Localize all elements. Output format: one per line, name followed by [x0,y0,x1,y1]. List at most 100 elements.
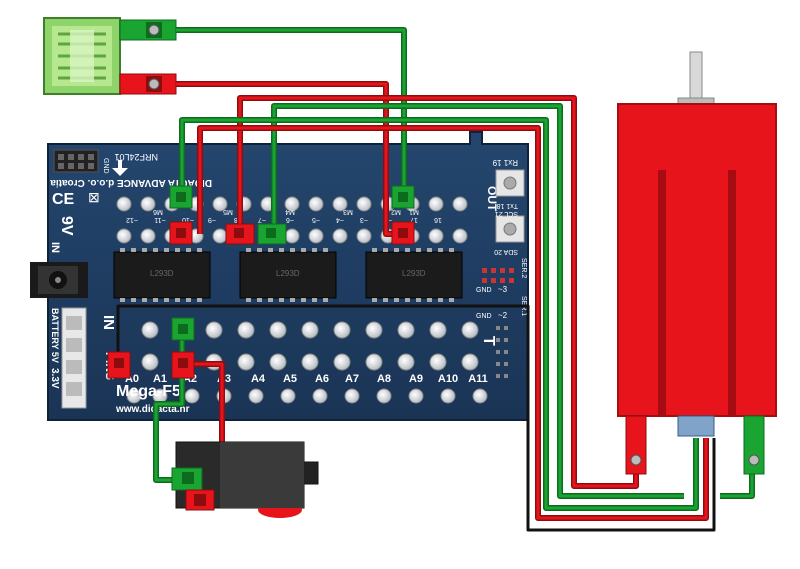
pwm-pin-label: ~4 [336,216,344,223]
pin-socket [312,388,328,404]
analog-pin-label: A11 [468,373,488,385]
pin-socket [140,196,156,212]
uart-label: ~2 [498,311,508,320]
board-connectors [107,185,415,379]
pin-socket [333,321,351,339]
pin-socket [332,228,348,244]
pin-socket [429,321,447,339]
analog-pin-label: A9 [409,373,423,385]
power-voltage-label: 9V [58,216,75,236]
pin-socket [116,228,132,244]
pwm-pin-label: ~10 [182,216,194,223]
pin-socket [301,321,319,339]
i2c-label: Tx1 18 [496,202,518,209]
pin-socket [140,228,156,244]
analog-pin-label: A10 [438,373,458,385]
volt-label: 3.3V [49,368,60,389]
pin-socket [461,321,479,339]
pwm-pin-label: ~11 [154,216,165,223]
out-label-mid: T [480,336,497,346]
pin-socket [332,196,348,212]
analog-pin-label: A1 [153,373,167,385]
pin-socket [116,196,132,212]
wires [116,27,755,532]
pin-socket [365,353,383,371]
pin-socket [397,353,415,371]
pin-socket [141,321,159,339]
uart-label: ~3 [498,285,508,294]
motor-port-label: M3 [343,208,353,215]
driver-chips: L293D L293D L293D [113,248,463,302]
motor-port-label: M4 [285,208,295,215]
pin-socket [237,321,255,339]
pin-socket [356,228,372,244]
gnd-label-top: GND [102,158,109,174]
pwm-pin-label: ~5 [312,216,320,223]
pwm-pin-label: ~7 [258,216,266,223]
motor-port-label: M5 [223,208,233,215]
pin-socket [248,388,264,404]
dc-motor [617,51,777,475]
battery-terminal [61,307,87,409]
motor-port-label: M2 [391,208,401,215]
ce-mark: CE [52,191,75,208]
pin-socket [452,228,468,244]
chip-label: L293D [276,269,300,278]
i2c-label: SDA 20 [494,248,518,255]
pin-socket [452,196,468,212]
pwm-pin-label: ~12 [126,216,138,223]
analog-pin-label: A7 [345,373,359,385]
nrf24l01-header [53,149,99,173]
pwm-pin-label: 16 [434,216,442,223]
pin-socket [284,196,300,212]
driver-chip [113,251,211,299]
pin-socket [376,388,392,404]
pin-socket [408,388,424,404]
pin-socket [284,228,300,244]
pin-socket [237,353,255,371]
board-title-line: DIDACTA ADVANCE d.o.o. Croatia (EU) [27,177,212,188]
pin-socket [280,388,296,404]
weee-icon: ⊠ [88,189,100,205]
radio-label: NRF24L01 [114,152,158,162]
pin-socket [184,388,200,404]
pin-socket [308,196,324,212]
chip-label: L293D [402,269,426,278]
pin-socket [333,353,351,371]
pin-socket [428,228,444,244]
pin-socket [356,196,372,212]
board-name: Mega-F5 [116,383,181,400]
gnd-label: GND [476,313,492,320]
battery-label: BATTERY 5V [50,308,60,363]
light-sensor [43,17,177,95]
analog-pin-label: A8 [377,373,391,385]
pin-socket [365,321,383,339]
pin-socket [141,353,159,371]
pin-socket [440,388,456,404]
i2c-terminals: Rx1 19 Tx1 18 SCL 21 SDA 20 [492,158,525,255]
i2c-label: SCL 21 [495,210,518,217]
motor-port-label: M6 [153,208,163,215]
wire-black [116,304,716,532]
pin-socket [269,321,287,339]
driver-chip [365,251,463,299]
in-label: IN [100,315,117,330]
pin-socket [428,196,444,212]
pin-socket [212,196,228,212]
uart-label: SER.2 [520,258,527,278]
pin-socket [205,321,223,339]
gnd-label: GND [476,287,492,294]
analog-pin-label: A6 [315,373,329,385]
pin-rows [116,196,488,404]
pin-socket [301,353,319,371]
mega-f5-board: GND NRF24L01 DIDACTA ADVANCE d.o.o. Croa… [27,131,529,421]
i2c-label: Rx1 19 [492,158,518,167]
analog-pin-label: A4 [251,373,266,385]
pin-socket [344,388,360,404]
pin-socket [126,388,142,404]
pin-socket [269,353,287,371]
power-in-label: IN [49,242,61,253]
chip-label: L293D [150,269,174,278]
